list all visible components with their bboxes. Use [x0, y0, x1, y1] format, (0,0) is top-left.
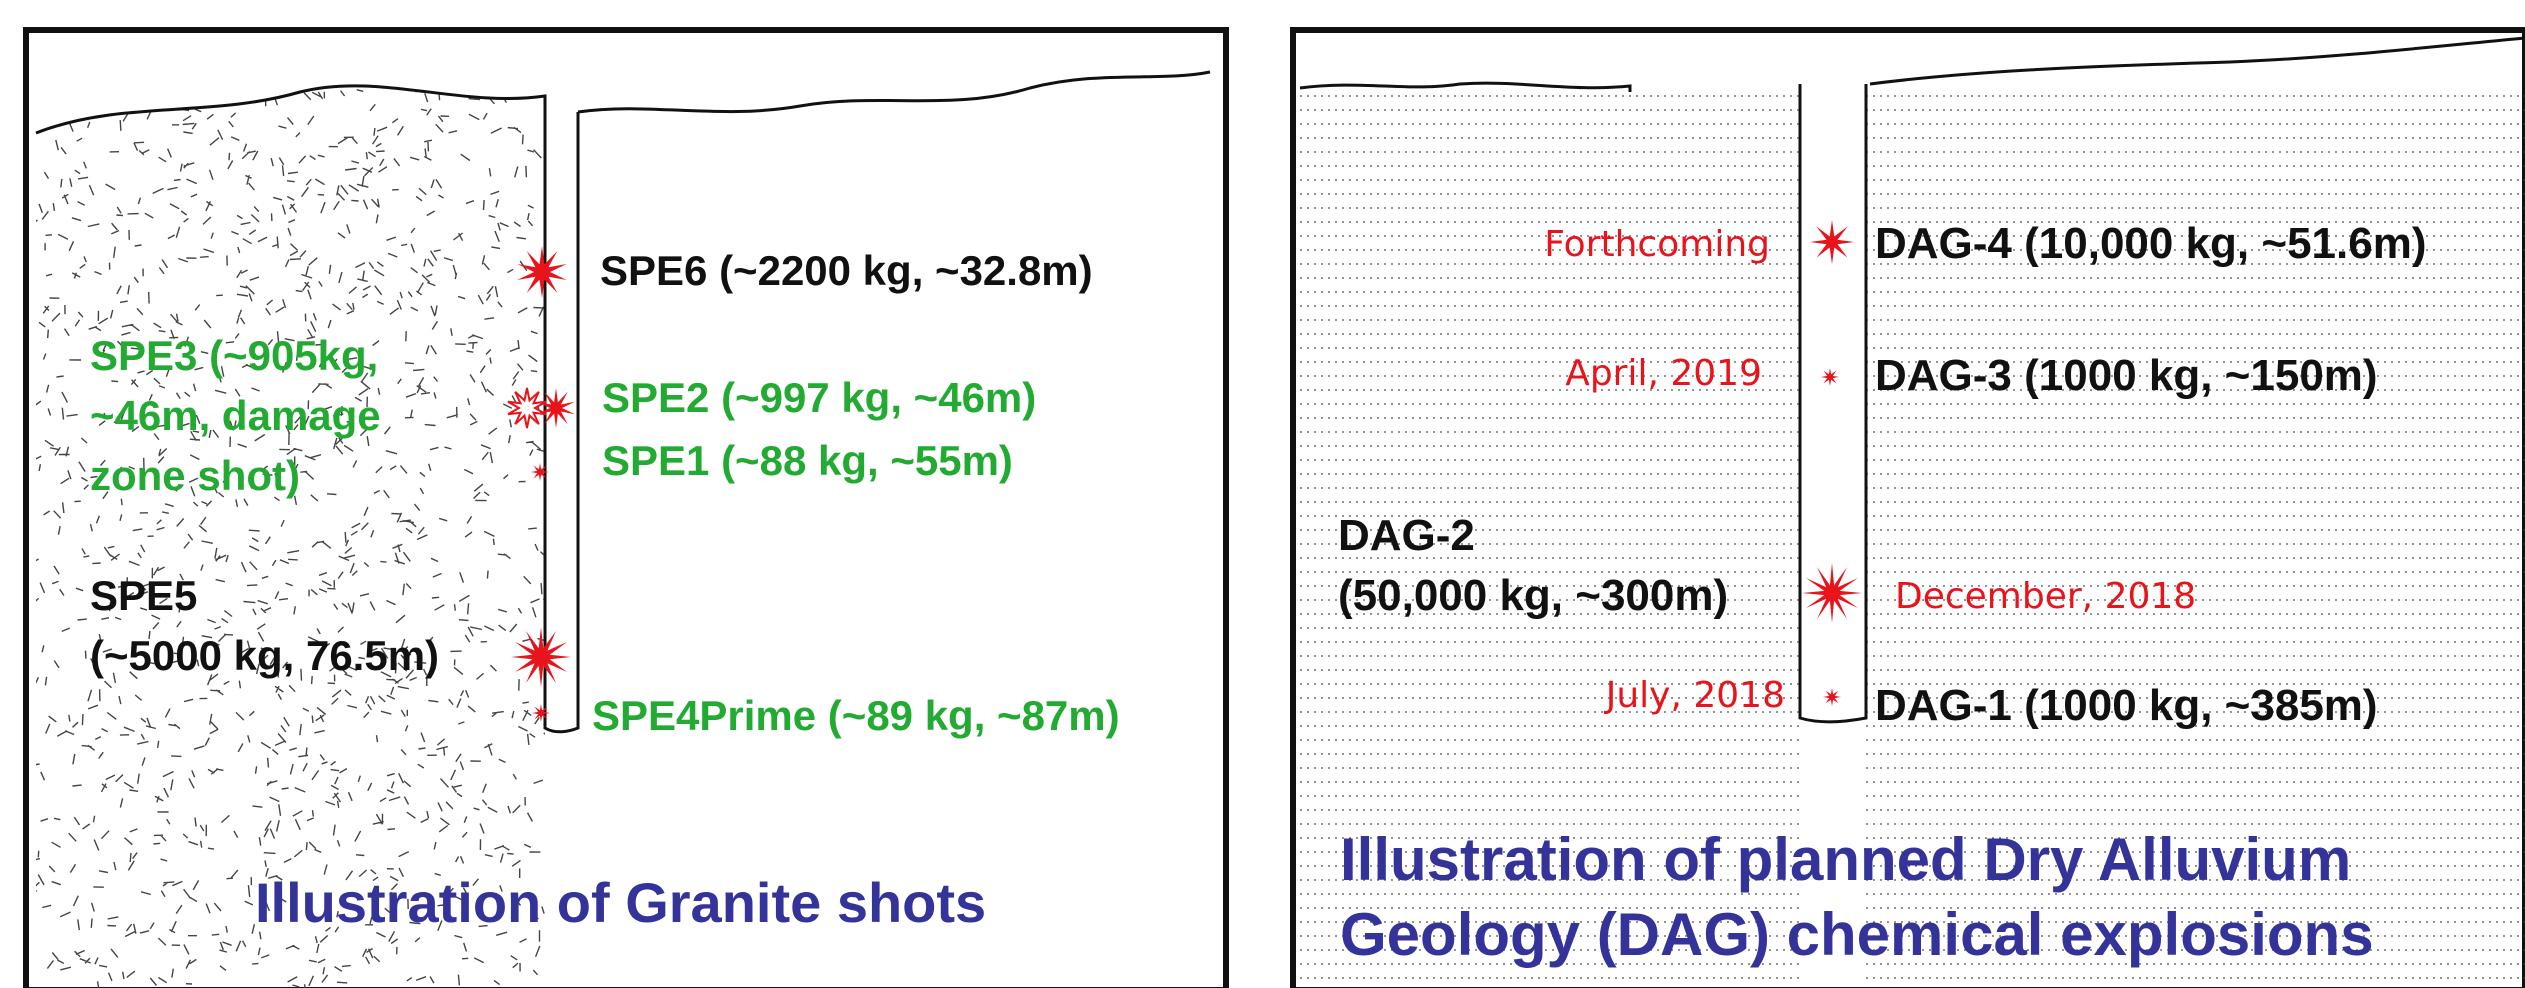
dag4-marker	[1810, 220, 1854, 264]
spe5-label-line1: SPE5	[90, 572, 197, 619]
dag1-date: July, 2018	[1604, 675, 1785, 716]
spe3-label-line1: SPE3 (~905kg,	[90, 332, 378, 379]
spe3-label-line2: ~46m, damage	[90, 392, 381, 439]
spe5-label-line2: (~5000 kg, 76.5m)	[90, 632, 439, 679]
spe3-marker	[507, 387, 547, 429]
spe2-marker	[537, 388, 575, 428]
granite-ground-surface	[35, 84, 547, 135]
spe6-marker	[517, 246, 567, 298]
dag-borehole	[1798, 84, 1868, 724]
dag-title-line1: Illustration of planned Dry Alluvium	[1340, 826, 2351, 893]
spe4prime-label: SPE4Prime (~89 kg, ~87m)	[592, 692, 1120, 739]
granite-title: Illustration of Granite shots	[255, 871, 986, 934]
dag-texture	[1300, 95, 2525, 979]
dag4-label: DAG-4 (10,000 kg, ~51.6m)	[1875, 219, 2426, 268]
dag1-marker	[1823, 688, 1841, 706]
dag2-marker	[1802, 563, 1862, 623]
spe6-label: SPE6 (~2200 kg, ~32.8m)	[600, 247, 1093, 294]
granite-texture	[36, 85, 545, 988]
granite-panel	[23, 27, 1229, 988]
granite-frame	[23, 27, 1229, 988]
dag3-date: April, 2019	[1565, 353, 1762, 394]
granite-borehole	[543, 105, 580, 734]
dag2-label-line1: DAG-2	[1338, 511, 1475, 560]
dag2-label-line2: (50,000 kg, ~300m)	[1338, 571, 1728, 620]
dag1-label: DAG-1 (1000 kg, ~385m)	[1875, 681, 2378, 730]
spe5-marker	[511, 627, 571, 687]
spe4prime-marker	[532, 704, 550, 722]
spe3-label-line3: zone shot)	[90, 452, 300, 499]
dag-title-line2: Geology (DAG) chemical explosions	[1340, 901, 2374, 968]
dag3-marker	[1821, 368, 1839, 386]
dag-frame	[1290, 27, 2525, 988]
spe1-marker	[531, 463, 549, 481]
spe1-label: SPE1 (~88 kg, ~55m)	[602, 437, 1013, 484]
dag3-label: DAG-3 (1000 kg, ~150m)	[1875, 351, 2378, 400]
dag-ground-surface	[1299, 81, 1632, 92]
spe2-label: SPE2 (~997 kg, ~46m)	[602, 374, 1036, 421]
dag4-date: Forthcoming	[1544, 224, 1770, 265]
dag-panel	[1290, 27, 2525, 988]
dag-ground-surface-right	[1869, 36, 2525, 86]
dag2-date: December, 2018	[1895, 576, 2196, 617]
granite-ground-surface-right	[577, 70, 1211, 114]
